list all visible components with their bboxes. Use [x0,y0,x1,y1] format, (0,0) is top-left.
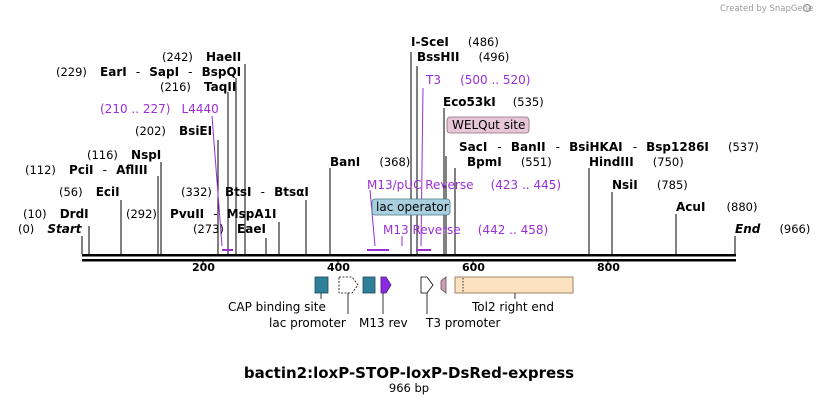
site-end[interactable]: End (966) [735,218,810,237]
primer-m13-puc-reverse[interactable]: M13/pUC Reverse (423 .. 445) [367,174,561,193]
site-drdi[interactable]: (10) DrdI [23,203,89,222]
feature-track[interactable] [314,276,574,294]
map-title: bactin2:loxP-STOP-loxP-DsRed-express [244,364,574,382]
axis-label-200: 200 [192,261,215,274]
axis-label-600: 600 [462,261,485,274]
welqut-text: WELQut site [452,118,525,132]
primer-line-m13puc [369,189,376,247]
site-ecii[interactable]: (56) EciI [59,181,120,200]
tol2-right-end-label[interactable]: Tol2 right end [471,300,554,314]
primer-t3[interactable]: T3 (500 .. 520) [425,69,531,88]
site-nspi[interactable]: (116) NspI [87,144,161,163]
credit-watermark: Created by SnapGene [720,3,813,14]
welqut-site-feature[interactable] [440,276,447,294]
site-saci[interactable]: SacI - BanII - BsiHKAI - Bsp1286I (537) [459,136,759,155]
site-pvuii[interactable]: (292) PvuII - MspA1I [126,203,276,222]
site-eco53ki[interactable]: Eco53kI (535) [443,91,544,110]
primer-m13-reverse[interactable]: M13 Reverse (442 .. 458) [383,219,548,238]
lac-operator-box [371,198,451,216]
site-eaei[interactable]: (273) EaeI [193,218,266,237]
site-taqii[interactable]: (216) TaqII [160,76,236,95]
site-labels[interactable]: (0) Start (10) DrdI (56) EciI (112) PciI… [18,31,810,237]
backbone-bottom-strand [82,259,736,262]
cap-binding-site-feature[interactable] [314,276,329,294]
backbone-top-strand [82,254,736,257]
axis-label-800: 800 [597,261,620,274]
cap-binding-site-label[interactable]: CAP binding site [228,300,326,314]
axis-label-400: 400 [327,261,350,274]
lac-promoter-label[interactable]: lac promoter [269,316,346,330]
m13-rev-arrow[interactable] [380,276,392,294]
site-i-scei[interactable]: I-SceI (486) [411,31,499,50]
lac-operator-feature[interactable] [362,276,376,294]
primer-line-t3 [420,87,424,247]
lac-operator-label[interactable]: lac operator [371,198,451,216]
site-pcii[interactable]: (112) PciI - AflIII [25,159,148,178]
site-hindiii[interactable]: HindIII (750) [589,151,684,170]
m13-rev-label[interactable]: M13 rev [359,316,408,330]
feature-labels[interactable]: CAP binding site lac promoter M13 rev T3… [228,300,554,330]
snapgene-logo-icon [802,3,812,13]
map-length: 966 bp [389,381,429,395]
lac-promoter-arrow[interactable] [338,276,359,294]
site-btsi[interactable]: (332) BtsI - BtsαI [181,181,309,200]
lac-operator-text: lac operator [376,200,449,214]
site-tick-lines [81,52,736,254]
site-bsiei[interactable]: (202) BsiEI [135,120,212,139]
backbone: 200 400 600 800 [82,254,736,274]
tol2-right-end-feature[interactable] [454,276,574,294]
site-haeii[interactable]: (242) HaeII [162,46,241,65]
welqut-box [446,116,530,134]
site-start[interactable]: (0) Start [18,218,83,237]
site-nsii[interactable]: NsiI (785) [612,174,688,193]
site-acui[interactable]: AcuI (880) [676,196,757,215]
primer-l4440[interactable]: (210 .. 227) L4440 [100,98,219,117]
primer-line-l4440 [211,115,223,247]
primer-leader-lines [211,87,424,247]
site-bpmi[interactable]: BpmI (551) [467,151,552,170]
site-bsshii[interactable]: BssHII (496) [417,46,509,65]
t3-promoter-label[interactable]: T3 promoter [425,316,501,330]
site-eari[interactable]: (229) EarI - SapI - BspQI [56,61,241,80]
welqut-site-label[interactable]: WELQut site [446,116,530,134]
feature-label-connectors [320,293,516,314]
t3-promoter-arrow[interactable] [420,276,434,294]
credit-text: Created by SnapGene [720,4,813,14]
site-bani[interactable]: BanI (368) [330,151,410,170]
primer-labels[interactable]: (210 .. 227) L4440 T3 (500 .. 520) M13/p… [100,69,561,238]
